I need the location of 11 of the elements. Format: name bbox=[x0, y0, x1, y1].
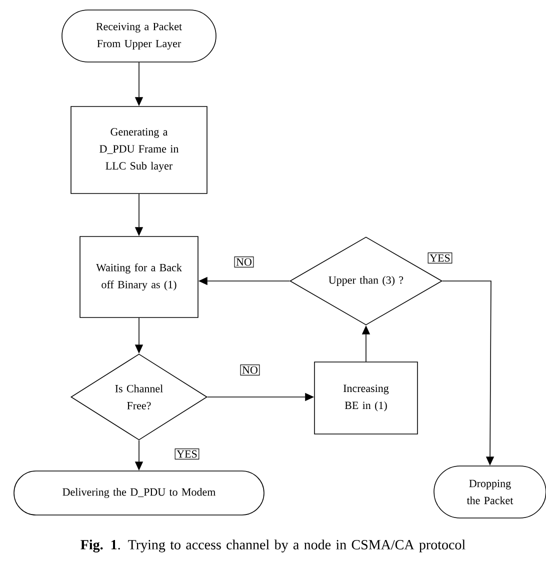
process-box: Waiting for a Back off Binary as (1) bbox=[80, 236, 198, 318]
edge-label: YES bbox=[428, 252, 452, 264]
terminal-box: Dropping the Packet bbox=[434, 466, 546, 518]
process-box: Increasing BE in (1) bbox=[314, 362, 418, 434]
process-box: Generating a D_PDU Frame in LLC Sub layer bbox=[70, 106, 208, 194]
terminal-box: Receiving a Packet From Upper Layer bbox=[62, 10, 216, 62]
edge-label: YES bbox=[174, 448, 200, 460]
terminal-box: Delivering the D_PDU to Modem bbox=[14, 470, 264, 516]
edge-label: NO bbox=[240, 364, 260, 376]
edge-label: NO bbox=[234, 256, 254, 268]
figure-caption: Fig. 1. Trying to access channel by a node in CSMA/CA protocol bbox=[80, 540, 466, 552]
